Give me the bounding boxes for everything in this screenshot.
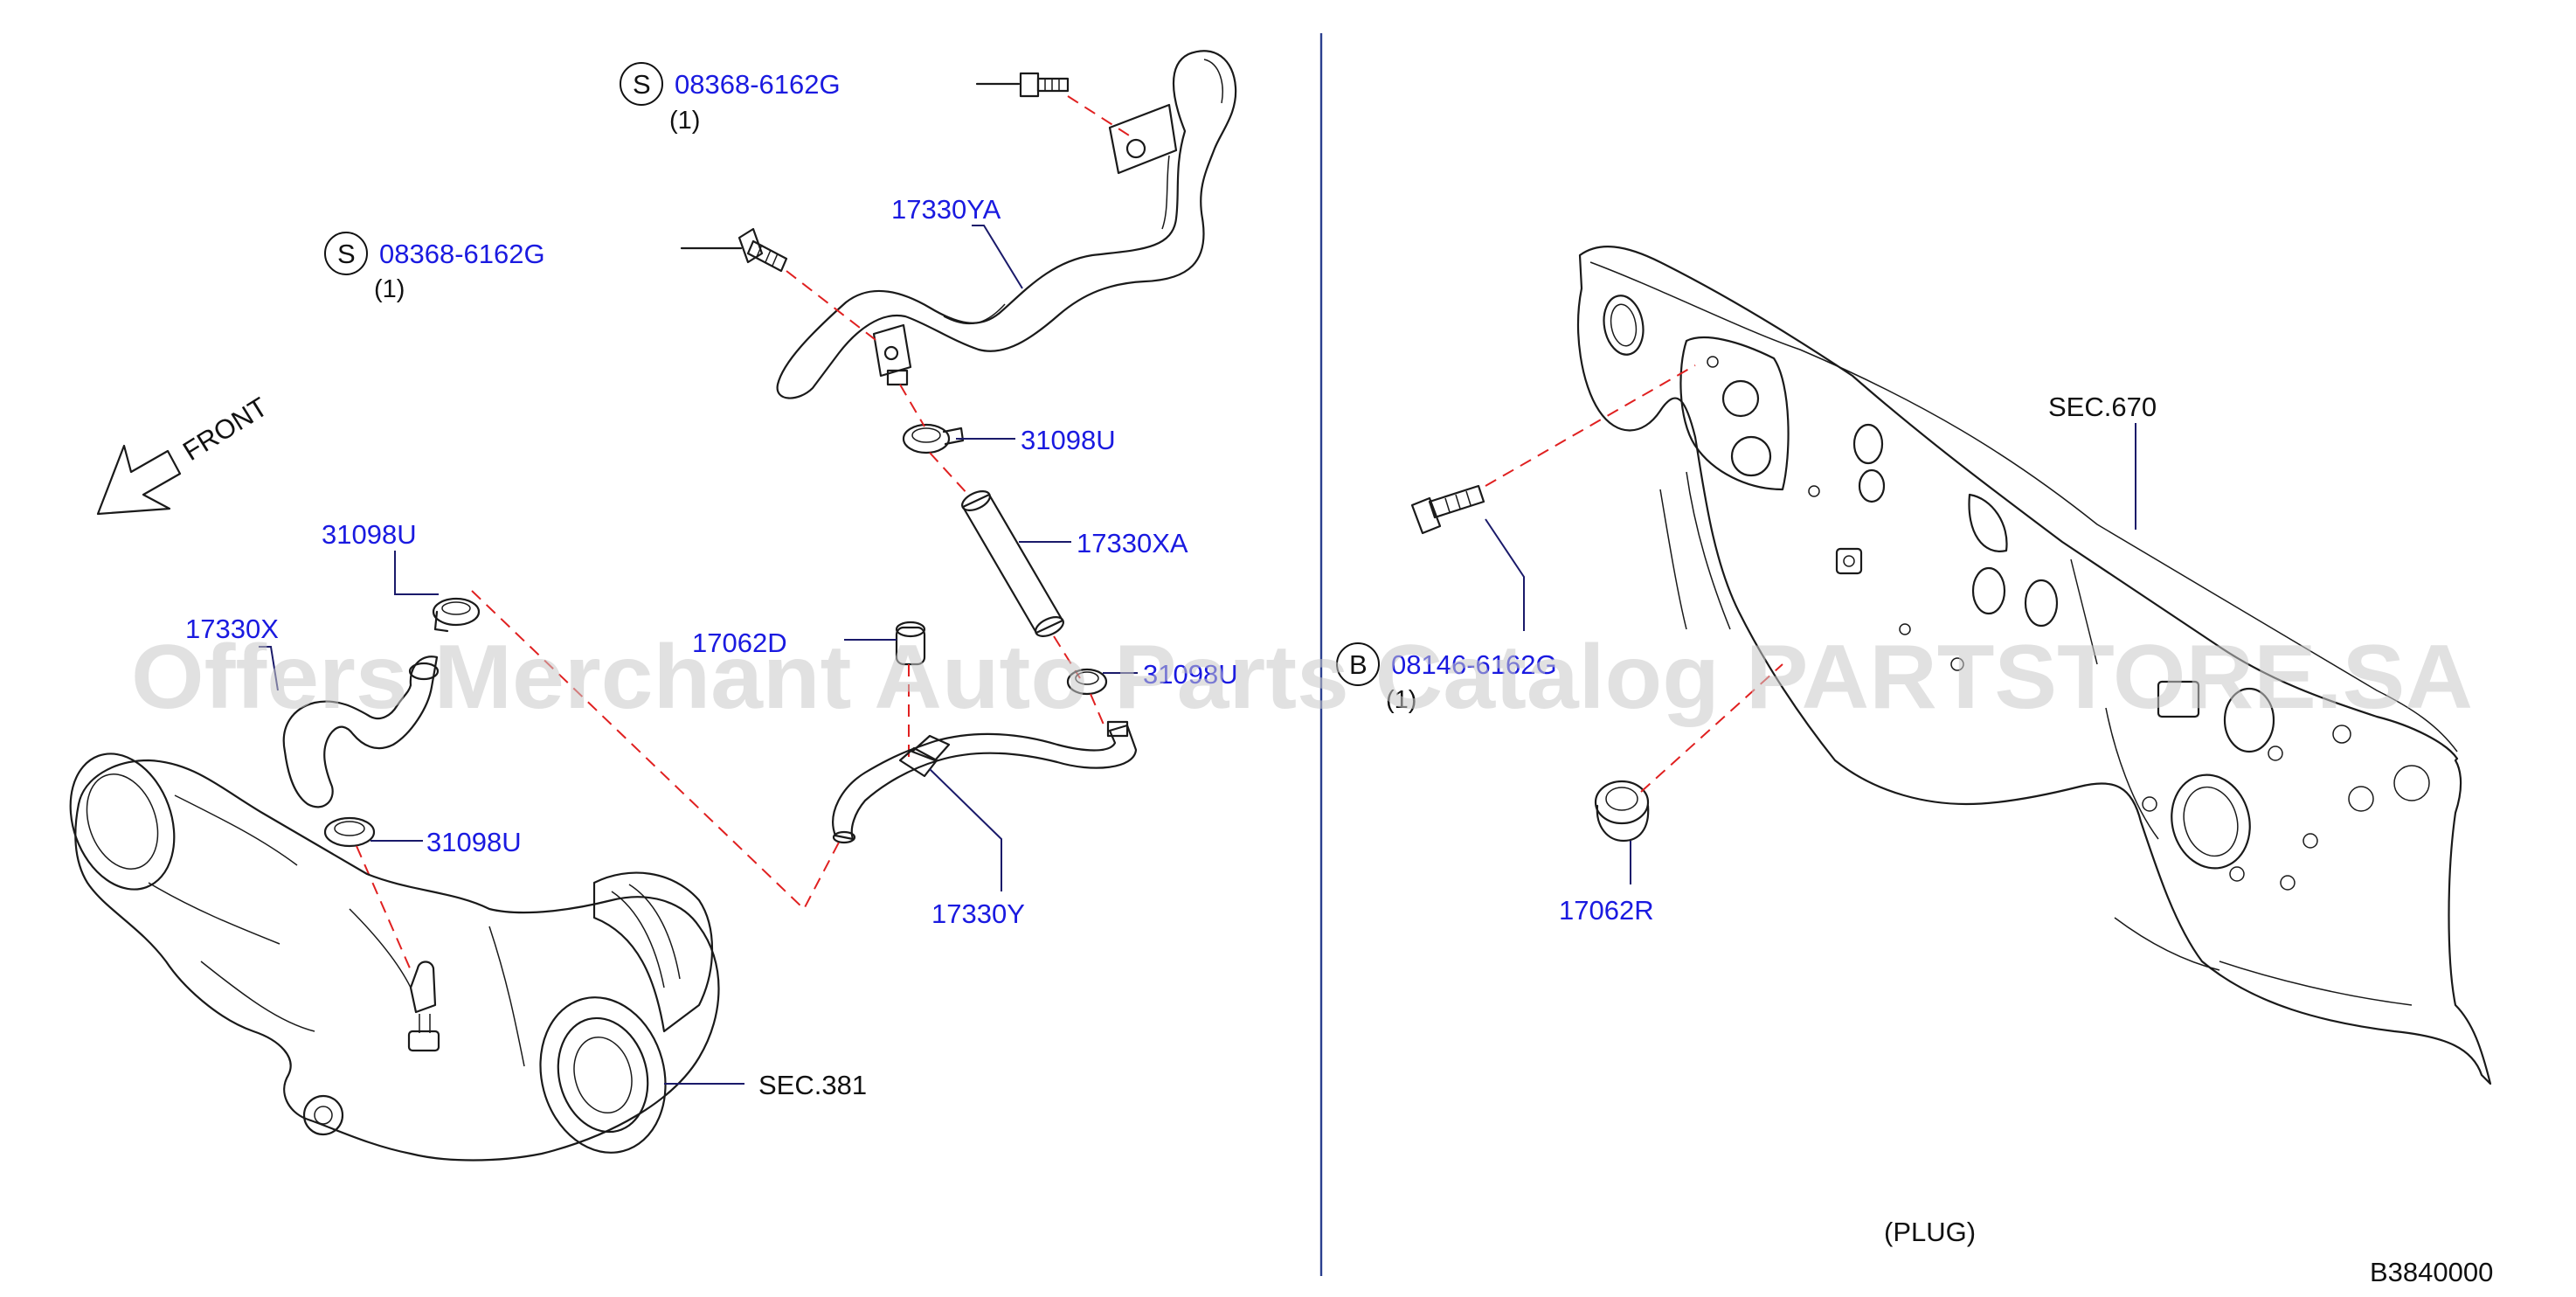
clamp-17330x-bottom-icon (323, 816, 376, 848)
hose-17330x-icon (282, 655, 440, 808)
bolt-right-part-number[interactable]: 08146-6162G (1391, 649, 1557, 680)
clamp-upper-dash-b (929, 452, 969, 496)
label-plug-note: (PLUG) (1884, 1217, 1976, 1247)
bolt-mid-part-number[interactable]: 08368-6162G (379, 239, 545, 269)
svg-text:S: S (633, 69, 651, 100)
hose-17330xa-icon (961, 490, 1064, 637)
label-31098u-d[interactable]: 31098U (1143, 659, 1238, 690)
label-sec381[interactable]: SEC.381 (758, 1070, 867, 1100)
leader-bolt-right (1485, 518, 1525, 631)
bolt-mid-qty: (1) (374, 275, 405, 303)
label-sec670[interactable]: SEC.670 (2048, 392, 2157, 422)
cap-17062d-icon (895, 621, 926, 666)
bolt-mid-dash (786, 270, 880, 343)
route-dash (471, 590, 841, 911)
label-17330y[interactable]: 17330Y (931, 898, 1025, 929)
leader-17330y (929, 768, 1002, 891)
front-arrow-label: FRONT (177, 392, 273, 467)
clamp-17330x-top-icon (432, 597, 481, 633)
clamp-upper-dash-a (899, 384, 925, 427)
label-17330xa[interactable]: 17330XA (1077, 528, 1188, 558)
svg-text:B: B (1349, 649, 1368, 680)
bolt-top-icon (975, 72, 1070, 98)
label-17062r[interactable]: 17062R (1559, 895, 1654, 926)
watermark: Offers Merchant Auto Parts Catalog PARTS… (131, 627, 2473, 728)
bolt-right-dash (1485, 364, 1696, 487)
label-31098u-a[interactable]: 31098U (1021, 425, 1116, 455)
front-arrow-icon (96, 444, 182, 516)
diagram-code: B3840000 (2370, 1257, 2493, 1287)
bolt-top-part-number[interactable]: 08368-6162G (675, 69, 841, 100)
clamp-upper-icon (902, 423, 965, 454)
hose-17330ya-icon (776, 50, 1237, 399)
bolt-mid-icon (680, 227, 788, 273)
label-17330ya[interactable]: 17330YA (891, 194, 1001, 225)
bolt-right-icon (1410, 484, 1485, 535)
dash-panel-sec670-icon (1577, 246, 2492, 1085)
bolt-mid-symbol: S (324, 232, 368, 275)
leader-17330x (259, 646, 279, 691)
label-17330x[interactable]: 17330X (185, 614, 279, 644)
differential-sec381-icon (69, 753, 720, 1162)
bolt-right-symbol: B (1336, 642, 1380, 686)
bolt-top-qty: (1) (669, 107, 700, 135)
clamp-right-icon (1066, 668, 1108, 696)
leader-17330ya (972, 225, 1023, 289)
bolt-top-dash (1067, 95, 1137, 141)
bolt-right-qty: (1) (1386, 686, 1416, 714)
bolt-top-symbol: S (620, 62, 663, 106)
label-31098u-c[interactable]: 31098U (426, 827, 522, 857)
clamp-right-dash (1090, 693, 1107, 732)
clamp-bottom-dash (356, 845, 412, 971)
svg-text:S: S (337, 239, 356, 269)
label-31098u-b[interactable]: 31098U (322, 519, 417, 550)
leader-31098u-b (394, 551, 439, 595)
label-17062d[interactable]: 17062D (692, 628, 787, 658)
hose-17330y-icon (832, 720, 1138, 844)
plug-17062r-icon (1594, 780, 1650, 843)
plug-17062r-dash (1640, 663, 1783, 793)
